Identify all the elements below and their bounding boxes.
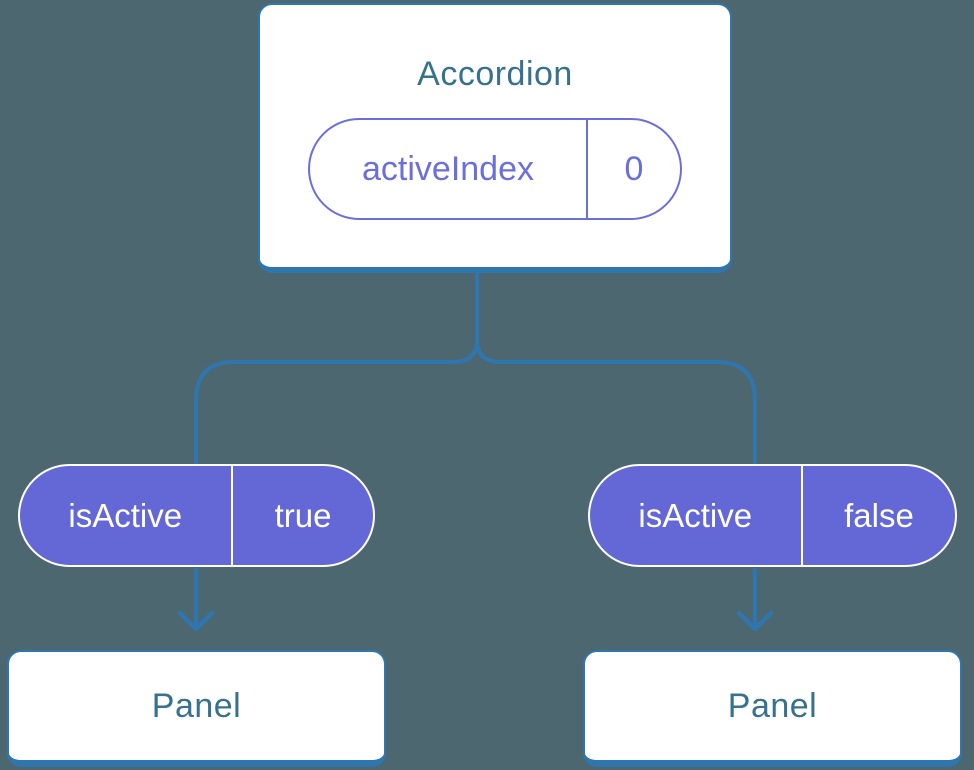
prop-pill-value: false [844,496,914,534]
panel-component-card-right: Panel [583,650,962,767]
arrow-right-icon [736,567,774,632]
state-pill-value: 0 [624,149,644,188]
arrow-left-icon [177,567,215,632]
component-title: Panel [151,686,242,725]
prop-pill-value: true [274,496,332,534]
connector-left-branch [194,271,479,465]
prop-pill-is-active-false: isActive false [588,464,957,567]
connector-right-branch [475,271,757,465]
pill-divider [586,120,588,218]
component-title: Panel [727,686,818,725]
panel-component-card-left: Panel [7,650,386,767]
prop-pill-is-active-true: isActive true [18,464,375,567]
component-title: Accordion [417,55,573,93]
pill-divider [800,466,803,565]
state-pill-name: activeIndex [362,149,534,188]
state-pill: activeIndex 0 [308,118,682,220]
prop-pill-name: isActive [68,496,183,534]
accordion-component-card: Accordion activeIndex 0 [258,3,732,273]
prop-pill-name: isActive [638,496,753,534]
pill-divider [230,466,233,565]
